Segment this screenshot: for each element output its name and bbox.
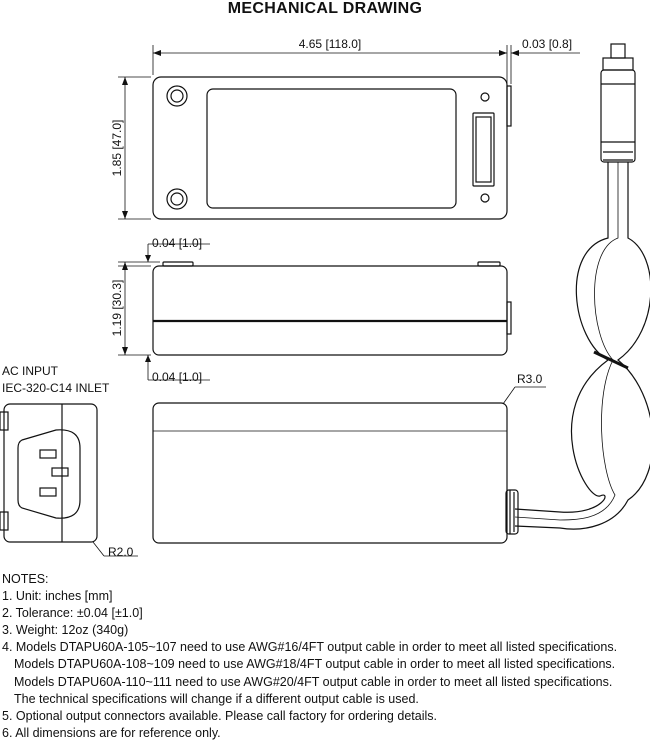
top-view-tab	[506, 85, 512, 127]
dim-protrusion: 0.03 [0.8]	[522, 37, 572, 51]
top-view-label-recess	[206, 88, 457, 209]
notes: NOTES: 1. Unit: inches [mm] 2. Tolerance…	[2, 571, 648, 742]
ac-inlet-housing	[3, 403, 98, 543]
output-cable	[514, 162, 610, 513]
dim-length: 4.65 [118.0]	[299, 37, 362, 51]
dim-radius-inlet: R2.0	[108, 545, 134, 559]
top-view-window	[472, 112, 495, 187]
ac-input-label: AC INPUT	[2, 364, 59, 378]
note-item: 6. All dimensions are for reference only…	[2, 725, 221, 740]
note-item: 1. Unit: inches [mm]	[2, 589, 113, 604]
note-item: Models DTAPU60A-110~111 need to use AWG#…	[14, 674, 613, 689]
note-item: Models DTAPU60A-108~109 need to use AWG#…	[14, 657, 616, 672]
dim-height: 1.19 [30.3]	[110, 280, 124, 337]
led-icon	[480, 92, 490, 102]
page-title: MECHANICAL DRAWING	[227, 0, 423, 17]
note-item: The technical specifications will change…	[14, 691, 419, 706]
note-item: 5. Optional output connectors available.…	[2, 708, 437, 723]
note-item: 4. Models DTAPU60A-105~107 need to use A…	[2, 640, 618, 655]
screw-top-icon	[166, 85, 188, 107]
dim-radius-body: R3.0	[517, 372, 543, 386]
mechanical-drawing: 4.65 [118.0] 0.03 [0.8] 1.85 [47.0] 0.04…	[0, 37, 650, 559]
notes-heading: NOTES:	[2, 572, 49, 586]
ac-input-type: IEC-320-C14 INLET	[2, 381, 110, 395]
top-view-body	[152, 76, 508, 220]
screw-bottom-icon	[166, 188, 188, 210]
side-view-body	[152, 265, 508, 356]
dim-foot-bottom: 0.04 [1.0]	[152, 370, 202, 384]
note-item: 2. Tolerance: ±0.04 [±1.0]	[2, 606, 143, 621]
dim-width: 1.85 [47.0]	[110, 120, 124, 177]
iec-c14-inlet-icon	[17, 429, 81, 519]
hole-icon	[480, 193, 490, 203]
dc-plug	[610, 43, 626, 59]
bottom-view-body	[152, 402, 508, 544]
dim-foot-top: 0.04 [1.0]	[152, 236, 202, 250]
note-item: 3. Weight: 12oz (340g)	[2, 623, 129, 638]
strain-relief	[505, 489, 519, 535]
